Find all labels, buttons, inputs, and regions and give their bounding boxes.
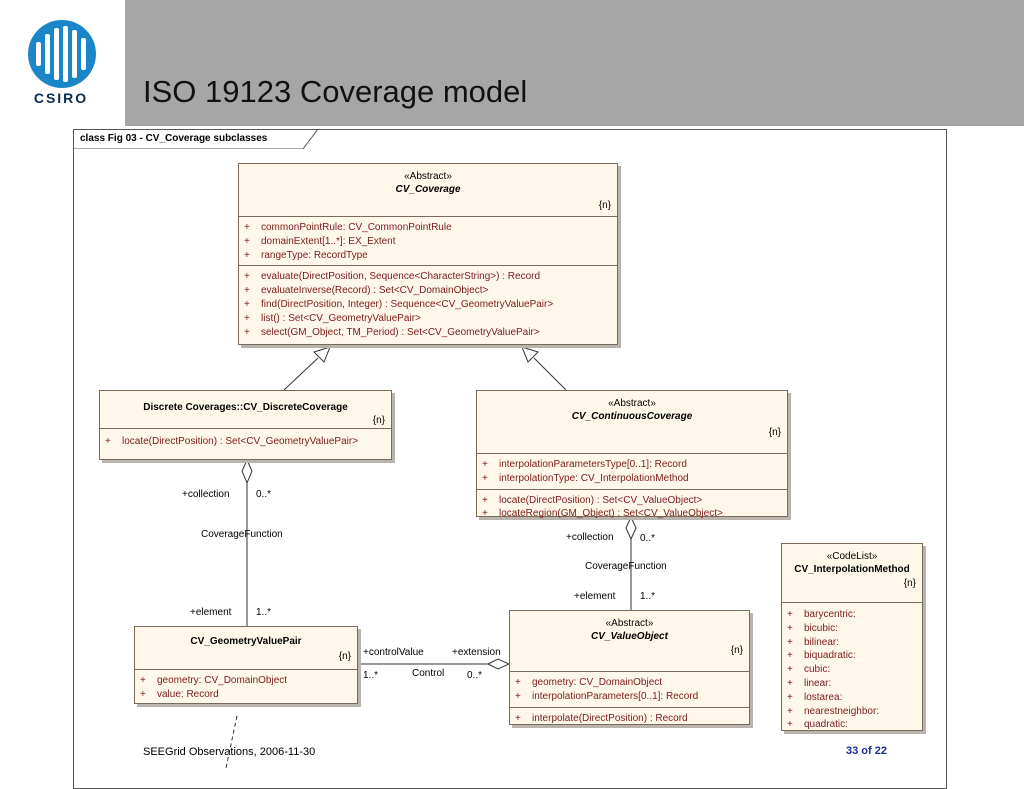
generalization-discrete-line: [283, 357, 319, 391]
operation-row: +interpolate(DirectPosition) : Record: [515, 712, 688, 724]
attribute-row: +commonPointRule: CV_CommonPointRule: [244, 222, 452, 233]
attribute-row: +quadratic:: [787, 719, 848, 731]
class-cv-interpolation-method[interactable]: «CodeList» CV_InterpolationMethod {n} +b…: [781, 543, 923, 731]
generalization-arrow-icon: [521, 346, 539, 363]
attribute-row: +linear:: [787, 677, 832, 689]
connectors: [225, 346, 637, 768]
class-name: CV_GeometryValuePair: [190, 636, 302, 647]
attribute-row: +interpolationParametersType[0..1]: Reco…: [482, 459, 687, 470]
stereotype: «Abstract»: [605, 618, 654, 629]
operations-section: +locate(DirectPosition) : Set<CV_Geometr…: [100, 428, 391, 452]
csiro-logo: CSIRO: [0, 0, 125, 126]
footer-text: SEEGrid Observations, 2006-11-30: [143, 746, 316, 758]
attributes-section: +geometry: CV_DomainObject +interpolatio…: [510, 671, 749, 707]
attribute-row: +interpolationType: CV_InterpolationMeth…: [482, 472, 689, 484]
slide-header: CSIRO ISO 19123 Coverage model: [0, 0, 1024, 126]
stereotype: «Abstract»: [404, 171, 452, 182]
class-tag: {n}: [730, 645, 743, 656]
operation-row: +evaluateInverse(Record) : Set<CV_Domain…: [244, 285, 489, 297]
attribute-row: +barycentric:: [787, 609, 856, 620]
class-name: CV_Coverage: [395, 184, 461, 195]
class-cv-value-object[interactable]: «Abstract» CV_ValueObject {n} +geometry:…: [509, 610, 750, 725]
class-header: Discrete Coverages::CV_DiscreteCoverage …: [100, 391, 391, 428]
operation-row: +locate(DirectPosition) : Set<CV_ValueOb…: [482, 494, 703, 506]
class-tag: {n}: [903, 578, 916, 589]
aggregation-diamond-icon: [241, 458, 253, 485]
operation-row: +list() : Set<CV_GeometryValuePair>: [244, 312, 421, 324]
attributes-section: +commonPointRule: CV_CommonPointRule +do…: [239, 216, 617, 265]
attribute-row: +geometry: CV_DomainObject: [515, 677, 663, 688]
generalization-arrow-icon: [313, 346, 331, 363]
attribute-row: +bilinear:: [787, 636, 840, 648]
attribute-row: +value: Record: [140, 688, 219, 700]
class-header: «CodeList» CV_InterpolationMethod {n}: [782, 544, 922, 602]
class-tag: {n}: [338, 651, 351, 662]
generalization-continuous-line: [533, 357, 567, 391]
class-name: Discrete Coverages::CV_DiscreteCoverage: [143, 402, 348, 413]
multiplicity-label: 1..*: [363, 670, 379, 681]
class-header: «Abstract» CV_ContinuousCoverage {n}: [477, 391, 787, 453]
page-number: 33 of 22: [846, 745, 887, 757]
class-cv-discrete-coverage[interactable]: Discrete Coverages::CV_DiscreteCoverage …: [99, 390, 392, 460]
attributes-section: +interpolationParametersType[0..1]: Reco…: [477, 453, 787, 489]
class-tag: {n}: [768, 427, 781, 438]
role-label-extension: +extension: [452, 647, 501, 658]
class-cv-coverage[interactable]: «Abstract» CV_Coverage {n} +commonPointR…: [238, 163, 618, 345]
role-label-control-value: +controlValue: [363, 647, 424, 658]
role-label-element: +element: [574, 591, 616, 602]
association-name-label: Control: [412, 668, 445, 679]
operation-row: +locate(DirectPosition) : Set<CV_Geometr…: [105, 436, 359, 447]
class-tag: {n}: [598, 200, 611, 211]
attribute-row: +rangeType: RecordType: [244, 249, 368, 261]
attribute-row: +geometry: CV_DomainObject: [140, 675, 288, 686]
class-name: CV_InterpolationMethod: [794, 564, 910, 575]
dependency-dashed-line: [225, 715, 238, 768]
role-label-collection: +collection: [182, 489, 230, 500]
attribute-row: +domainExtent[1..*]: EX_Extent: [244, 235, 396, 247]
class-cv-continuous-coverage[interactable]: «Abstract» CV_ContinuousCoverage {n} +in…: [476, 390, 788, 519]
multiplicity-label: 1..*: [640, 591, 656, 602]
multiplicity-label: 0..*: [467, 670, 483, 681]
operation-row: +select(GM_Object, TM_Period) : Set<CV_G…: [244, 326, 540, 338]
attribute-row: +nearestneighbor:: [787, 705, 880, 717]
class-header: CV_GeometryValuePair {n}: [135, 627, 357, 669]
role-label-collection: +collection: [566, 532, 614, 543]
slide-title: ISO 19123 Coverage model: [143, 74, 528, 109]
frame-label: class Fig 03 - CV_Coverage subclasses: [80, 133, 268, 144]
operations-section: +locate(DirectPosition) : Set<CV_ValueOb…: [477, 488, 787, 525]
aggregation-diamond-icon: [486, 658, 511, 670]
class-name: CV_ValueObject: [591, 631, 668, 642]
class-header: «Abstract» CV_ValueObject {n}: [510, 611, 749, 671]
logo-text: CSIRO: [33, 90, 89, 106]
class-tag: {n}: [372, 415, 385, 426]
operations-section: +interpolate(DirectPosition) : Record: [510, 706, 749, 729]
operation-row: +find(DirectPosition, Integer) : Sequenc…: [244, 298, 554, 310]
attributes-section: +geometry: CV_DomainObject +value: Recor…: [135, 669, 357, 705]
association-name-label: CoverageFunction: [585, 561, 667, 572]
attribute-row: +lostarea:: [787, 691, 843, 703]
role-label-element: +element: [190, 607, 232, 618]
multiplicity-label: 1..*: [256, 607, 272, 618]
attributes-section: +barycentric: +bicubic: +bilinear: +biqu…: [782, 602, 922, 735]
attribute-row: +interpolationParameters[0..1]: Record: [515, 690, 699, 702]
class-name: CV_ContinuousCoverage: [571, 411, 693, 422]
attribute-row: +cubic:: [787, 664, 831, 676]
class-header: «Abstract» CV_Coverage {n}: [239, 164, 617, 216]
title-band: [125, 0, 1024, 126]
multiplicity-label: 0..*: [640, 533, 656, 544]
association-name-label: CoverageFunction: [201, 529, 283, 540]
class-cv-geometry-value-pair[interactable]: CV_GeometryValuePair {n} +geometry: CV_D…: [134, 626, 358, 704]
multiplicity-label: 0..*: [256, 489, 272, 500]
stereotype: «Abstract»: [608, 398, 656, 409]
csiro-logo-icon: [28, 20, 96, 88]
operation-row: +locateRegion(GM_Object) : Set<CV_ValueO…: [482, 508, 723, 520]
attribute-row: +biquadratic:: [787, 650, 856, 662]
frame-tab: [73, 129, 319, 149]
operations-section: +evaluate(DirectPosition, Sequence<Chara…: [239, 265, 617, 342]
operation-row: +evaluate(DirectPosition, Sequence<Chara…: [244, 271, 541, 283]
attribute-row: +bicubic:: [787, 622, 838, 634]
stereotype: «CodeList»: [826, 551, 878, 562]
